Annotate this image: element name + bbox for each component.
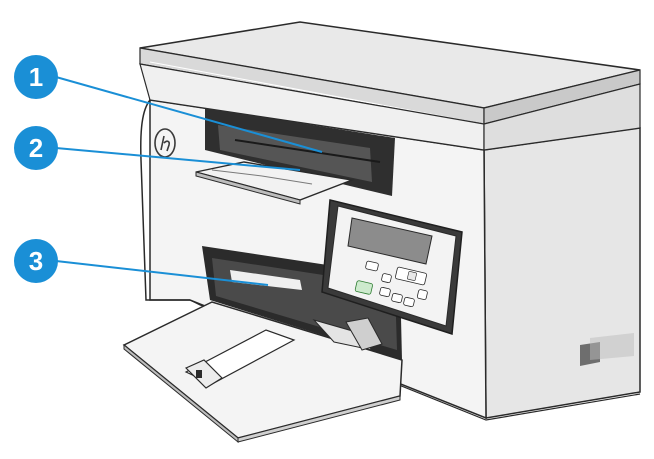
leader-line-1 xyxy=(55,76,323,153)
callout-3: 3 xyxy=(14,239,58,283)
control-panel-buttons xyxy=(354,260,428,308)
control-panel xyxy=(321,199,463,335)
priority-input-tray xyxy=(195,161,355,205)
leader-lines xyxy=(55,76,323,286)
leader-line-2 xyxy=(55,147,301,171)
main-input-tray xyxy=(122,301,403,444)
lcd-display xyxy=(347,217,433,265)
callout-badge xyxy=(14,55,58,99)
hp-logo-icon xyxy=(154,128,176,158)
callout-1: 1 xyxy=(14,55,58,99)
panel-button xyxy=(365,260,379,272)
callout-number: 1 xyxy=(29,62,43,92)
callout-badge xyxy=(14,126,58,170)
start-key xyxy=(354,280,373,295)
scanner-base xyxy=(139,63,641,151)
callout-badge xyxy=(14,239,58,283)
callout-2: 2 xyxy=(14,126,58,170)
callout-number: 3 xyxy=(29,246,43,276)
leader-line-3 xyxy=(55,260,269,286)
output-bin xyxy=(205,108,395,196)
callout-number: 2 xyxy=(29,133,43,163)
